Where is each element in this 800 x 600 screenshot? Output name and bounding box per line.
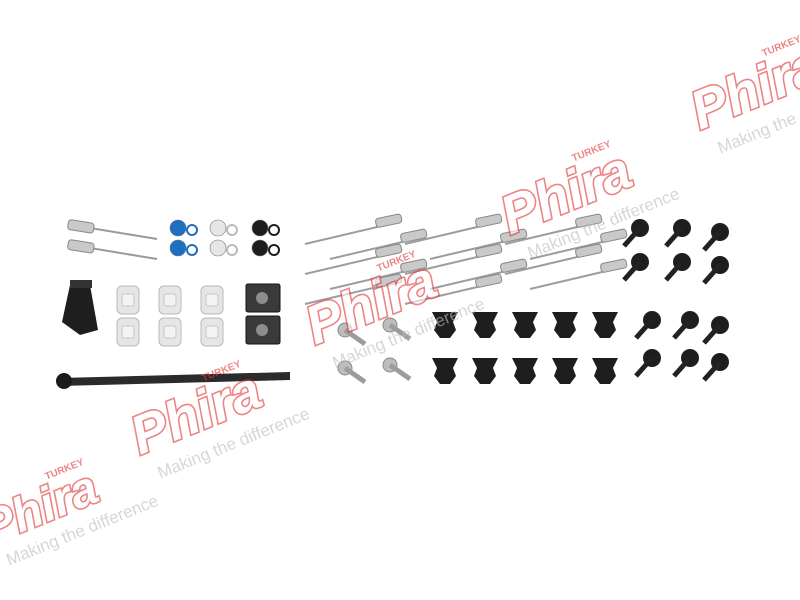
nylon-clip xyxy=(158,317,182,347)
black-bolt xyxy=(672,349,699,378)
nylon-clip xyxy=(200,317,224,347)
nylon-clip xyxy=(158,285,182,315)
tree-clip xyxy=(592,312,618,338)
screw-cover-cap xyxy=(169,219,198,237)
long-rivet xyxy=(329,228,428,260)
black-bolt xyxy=(622,219,649,248)
screw-cover-cap xyxy=(251,219,280,237)
black-bolt xyxy=(634,311,661,340)
tapping-screw xyxy=(382,357,412,382)
black-bolt xyxy=(702,353,729,382)
black-bolt xyxy=(634,349,661,378)
tree-clip xyxy=(512,358,538,384)
long-rivet xyxy=(529,228,628,260)
black-bolt xyxy=(702,256,729,285)
push-clip xyxy=(62,280,98,335)
long-rivet xyxy=(529,258,628,290)
tree-clip xyxy=(552,312,578,338)
speed-nut xyxy=(245,283,281,313)
fastener-kit xyxy=(56,213,729,389)
long-rivet xyxy=(404,273,503,305)
long-rivet xyxy=(429,228,528,260)
long-rivet xyxy=(304,243,403,275)
tree-clip xyxy=(552,358,578,384)
tree-clip xyxy=(472,358,498,384)
black-bolt xyxy=(664,253,691,282)
tree-clip xyxy=(592,358,618,384)
tree-clip xyxy=(472,312,498,338)
tree-clip xyxy=(432,312,458,338)
long-rivet xyxy=(404,243,503,275)
tree-clip xyxy=(432,358,458,384)
long-rivet xyxy=(504,213,603,245)
tapping-screw xyxy=(382,317,412,342)
black-bolt xyxy=(702,223,729,252)
black-bolt xyxy=(672,311,699,340)
nylon-clip xyxy=(116,317,140,347)
pop-rivet xyxy=(67,219,158,240)
tapping-screw xyxy=(337,322,367,347)
black-bolt xyxy=(702,316,729,345)
long-rivet xyxy=(429,258,528,290)
cable-tie xyxy=(56,372,290,389)
screw-cover-cap xyxy=(251,239,280,257)
tapping-screw xyxy=(337,360,367,385)
long-rivet xyxy=(329,258,428,290)
nylon-clip xyxy=(116,285,140,315)
long-rivet xyxy=(304,273,403,305)
long-rivet xyxy=(304,213,403,245)
pop-rivet xyxy=(67,239,158,260)
tree-clip xyxy=(512,312,538,338)
nylon-clip xyxy=(200,285,224,315)
screw-cover-cap xyxy=(169,239,198,257)
long-rivet xyxy=(504,243,603,275)
black-bolt xyxy=(622,253,649,282)
black-bolt xyxy=(664,219,691,248)
long-rivet xyxy=(404,213,503,245)
speed-nut xyxy=(245,315,281,345)
screw-cover-cap xyxy=(209,239,238,257)
screw-cover-cap xyxy=(209,219,238,237)
